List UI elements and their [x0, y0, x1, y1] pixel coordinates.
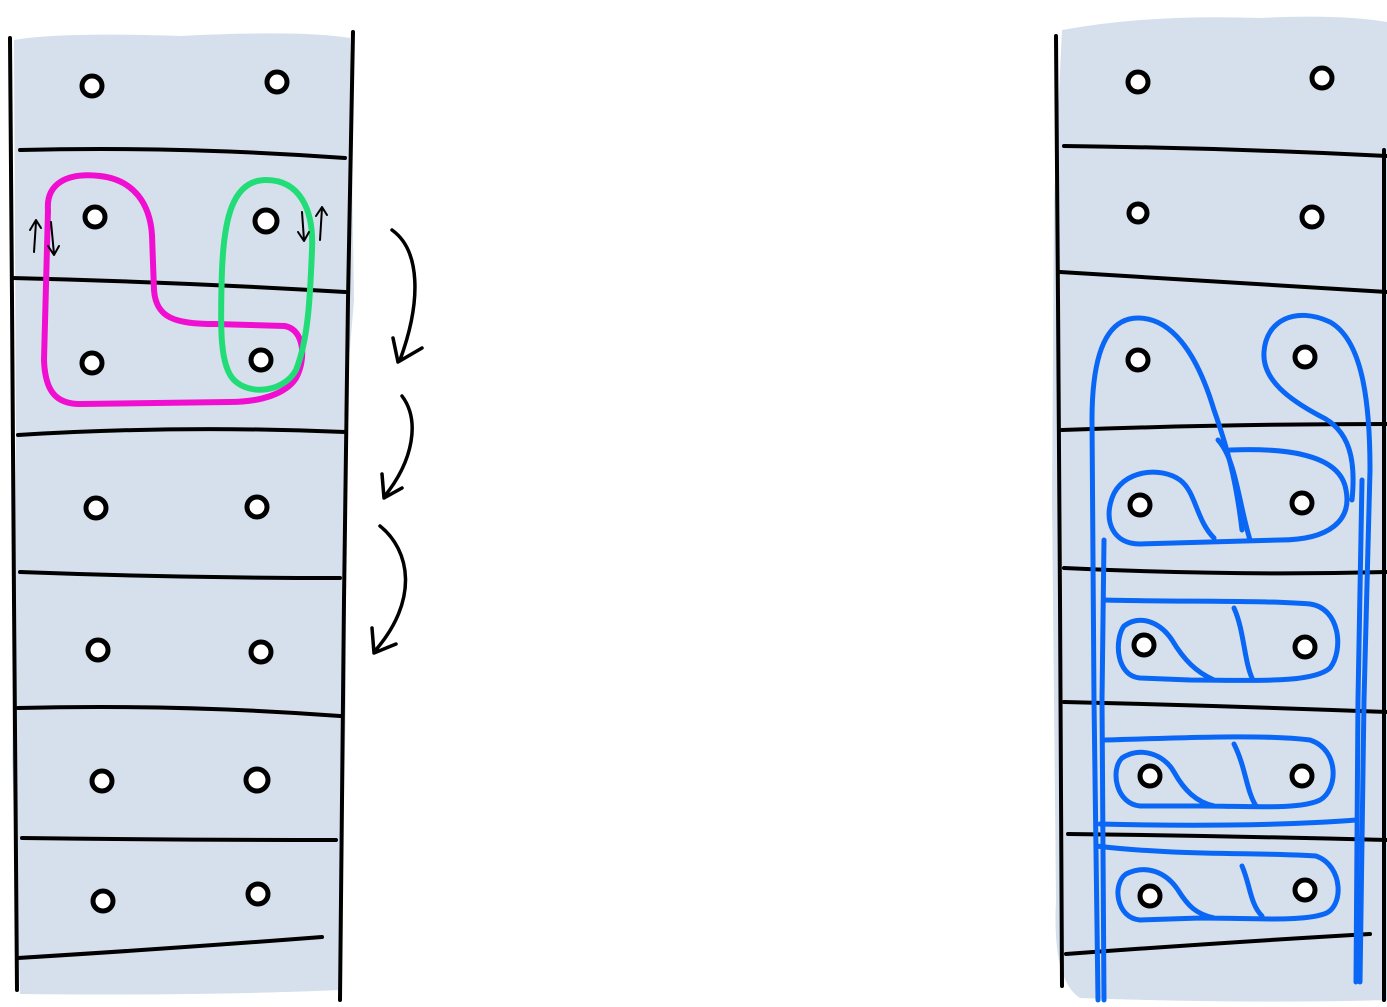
right-ladder-panel: [1052, 16, 1387, 1003]
right-rung: [1062, 566, 1387, 576]
right-rung: [1066, 832, 1387, 842]
site: [1292, 877, 1318, 903]
blue-row6-lower-loop: [1097, 817, 1359, 828]
site: [1126, 201, 1150, 225]
down-arrow-icon: [47, 221, 60, 256]
blue-loops: [1089, 312, 1373, 1003]
site: [79, 350, 105, 376]
site: [85, 637, 111, 663]
site: [252, 207, 280, 235]
right-rung: [1064, 932, 1372, 956]
site: [1292, 344, 1318, 370]
flow-arrows: [370, 228, 424, 655]
up-arrow-icon: [29, 219, 42, 253]
green-vertical-loop: [218, 177, 316, 393]
right-panel-background: [1052, 16, 1387, 1002]
blue-pair-loop: [1093, 843, 1341, 923]
blue-outer-loop-right: [1261, 312, 1373, 985]
blue-inner-left-rail: [1099, 537, 1107, 1003]
left-rung: [16, 705, 342, 718]
curved-down-arrow-icon: [370, 524, 408, 655]
left-rung: [10, 276, 347, 294]
blue-pair-link: [1231, 605, 1255, 681]
left-ladder-right-rail: [338, 30, 355, 1002]
down-arrow-icon: [297, 211, 310, 242]
blue-inner-right-rail: [1353, 477, 1365, 985]
curved-down-arrow-icon: [380, 394, 414, 500]
site: [1131, 632, 1157, 658]
site: [243, 766, 271, 794]
left-rung: [18, 147, 347, 160]
site: [1125, 347, 1151, 373]
right-ladder-rungs: [1058, 144, 1387, 956]
site: [264, 69, 290, 95]
site: [245, 881, 271, 907]
site: [1137, 883, 1163, 909]
site: [79, 73, 105, 99]
site: [1292, 634, 1318, 660]
left-panel-background: [12, 33, 354, 995]
magenta-l-shaped-loop: [41, 172, 306, 407]
right-ladder-left-rail: [1054, 34, 1064, 988]
site: [1309, 65, 1335, 91]
site: [1127, 492, 1153, 518]
site: [83, 495, 109, 521]
site: [90, 888, 116, 914]
right-ladder-sites: [1125, 65, 1335, 909]
left-rung: [18, 570, 342, 580]
blue-pair-loop: [1106, 447, 1350, 547]
up-arrow-icon: [315, 206, 328, 241]
right-rung: [1060, 422, 1387, 432]
blue-pair-loop: [1101, 734, 1336, 810]
site: [1137, 763, 1163, 789]
left-rung: [16, 427, 347, 437]
site: [1125, 69, 1151, 95]
site: [1289, 490, 1315, 516]
left-ladder-panel: [8, 30, 355, 1002]
blue-pair-link: [1239, 863, 1265, 919]
site: [82, 204, 108, 230]
right-rung: [1058, 270, 1387, 294]
blue-pair-link: [1231, 741, 1259, 809]
site: [244, 494, 270, 520]
spin-arrows-left: [29, 219, 60, 256]
curved-down-arrow-icon: [390, 228, 424, 364]
blue-pair-link: [1215, 437, 1253, 543]
left-rung: [20, 836, 338, 842]
site: [89, 768, 115, 794]
site: [1289, 763, 1315, 789]
left-ladder-rungs: [10, 147, 347, 960]
left-rung: [16, 935, 324, 960]
spin-arrows-right: [297, 206, 328, 242]
right-rung: [1062, 700, 1387, 714]
site: [1299, 204, 1325, 230]
left-ladder-sites: [79, 69, 290, 914]
right-rung: [1062, 144, 1387, 158]
blue-pair-loop: [1101, 597, 1341, 683]
site: [248, 347, 274, 373]
site: [248, 639, 274, 665]
left-ladder-left-rail: [8, 36, 19, 992]
